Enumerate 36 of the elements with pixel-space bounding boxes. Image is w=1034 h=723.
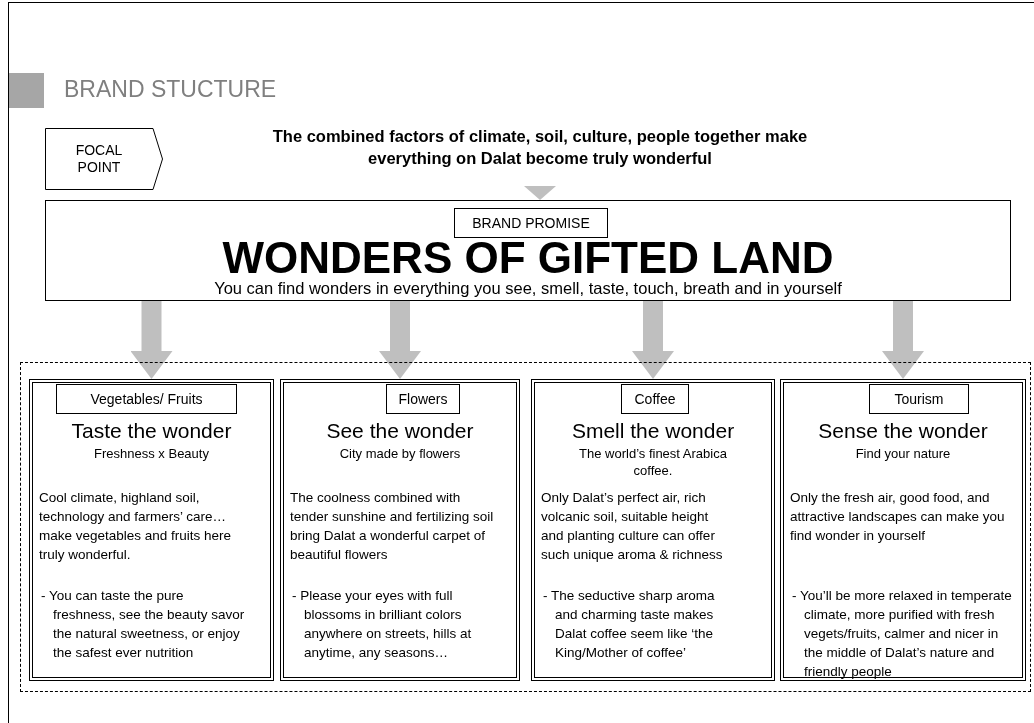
card-heading: Taste the wonder bbox=[70, 418, 233, 444]
category-label: Tourism bbox=[869, 384, 969, 414]
slide-title: BRAND STUCTURE bbox=[64, 76, 277, 103]
category-label: Coffee bbox=[621, 384, 689, 414]
promise-subtitle: You can find wonders in everything you see, smell, taste, touch, breath and in yourself bbox=[213, 278, 843, 298]
category-card bbox=[780, 379, 1026, 681]
dashed-group-frame bbox=[20, 362, 1031, 692]
card-bullet: - The seductive sharp aroma and charming taste makes Dalat coffee seem like ‘the King/Mother of coffee’ bbox=[542, 587, 716, 662]
card-body: The coolness combined with tender sunshine and fertilizing soil bring Dalat a wonderful carpet of beautiful flowers bbox=[289, 489, 495, 564]
arrow bbox=[882, 301, 924, 379]
card-subtitle: City made by flowers bbox=[338, 445, 462, 462]
card-heading: Smell the wonder bbox=[570, 418, 736, 444]
category-card bbox=[29, 379, 274, 681]
card-heading: Sense the wonder bbox=[817, 418, 989, 444]
statement-text: The combined factors of climate, soil, culture, people together make everything on Dalat become truly wonderful bbox=[190, 125, 890, 169]
arrow bbox=[524, 185, 556, 201]
tag-text: FOCAL POINT bbox=[74, 142, 124, 176]
card-body: Cool climate, highland soil, technology and farmers’ care…make vegetables and fruits here truly wonderful. bbox=[38, 489, 233, 564]
category-label: Flowers bbox=[386, 384, 460, 414]
category-card bbox=[531, 379, 775, 681]
card-bullet: - You can taste the pure freshness, see the beauty savor the natural sweetness, or enjoy the safest ever nutrition bbox=[40, 587, 246, 662]
card-body: Only Dalat’s perfect air, rich volcanic soil, suitable height and planting culture can offer such unique aroma & richness bbox=[540, 489, 724, 564]
arrow bbox=[379, 301, 421, 379]
category-card bbox=[280, 379, 520, 681]
card-subtitle: Find your nature bbox=[854, 445, 952, 462]
card-subtitle: Freshness x Beauty bbox=[93, 445, 210, 462]
card-body: Only the fresh air, good food, and attractive landscapes can make you find wonder in yourself bbox=[789, 489, 1006, 545]
promise-title: WONDERS OF GIFTED LAND bbox=[221, 236, 835, 280]
category-label: BRAND PROMISE bbox=[454, 208, 608, 238]
card-subtitle: The world’s finest Arabica coffee. bbox=[578, 445, 728, 479]
card-heading: See the wonder bbox=[325, 418, 475, 444]
card-bullet: - You’ll be more relaxed in temperate climate, more purified with fresh vegets/fruits, calmer and nicer in the middle of Dalat’s nature and friendly people bbox=[791, 587, 1013, 681]
category-label: Vegetables/ Fruits bbox=[56, 384, 237, 414]
promise-box bbox=[45, 200, 1011, 301]
arrow bbox=[130, 301, 173, 379]
card-bullet: - Please your eyes with full blossoms in brilliant colors anywhere on streets, hills at anytime, any seasons… bbox=[291, 587, 473, 662]
